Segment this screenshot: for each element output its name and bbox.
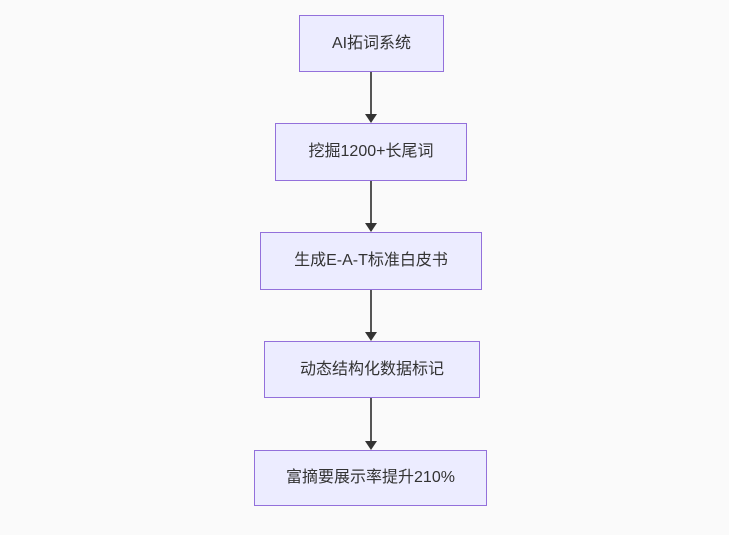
flowchart-node: 生成E-A-T标准白皮书	[260, 232, 482, 290]
flowchart-node: 富摘要展示率提升210%	[254, 450, 487, 506]
arrowhead-down-icon	[365, 332, 377, 341]
flowchart-node-label: 生成E-A-T标准白皮书	[294, 252, 448, 270]
arrowhead-down-icon	[365, 223, 377, 232]
flowchart-node: 挖掘1200+长尾词	[275, 123, 467, 181]
arrow-line	[370, 290, 372, 334]
edge-arrow	[364, 290, 378, 341]
flowchart-node: 动态结构化数据标记	[264, 341, 480, 398]
edge-arrow	[364, 72, 378, 123]
arrow-line	[370, 72, 372, 116]
flowchart-node-label: 动态结构化数据标记	[299, 360, 444, 378]
arrowhead-down-icon	[365, 441, 377, 450]
edge-arrow	[364, 181, 378, 232]
flowchart-node-label: AI拓词系统	[331, 34, 412, 52]
flowchart-node-label: 富摘要展示率提升210%	[286, 469, 455, 487]
arrow-line	[370, 181, 372, 225]
flowchart-node-label: 挖掘1200+长尾词	[308, 143, 434, 161]
edge-arrow	[364, 398, 378, 450]
arrow-line	[370, 398, 372, 443]
arrowhead-down-icon	[365, 114, 377, 123]
flowchart-node: AI拓词系统	[299, 15, 444, 72]
